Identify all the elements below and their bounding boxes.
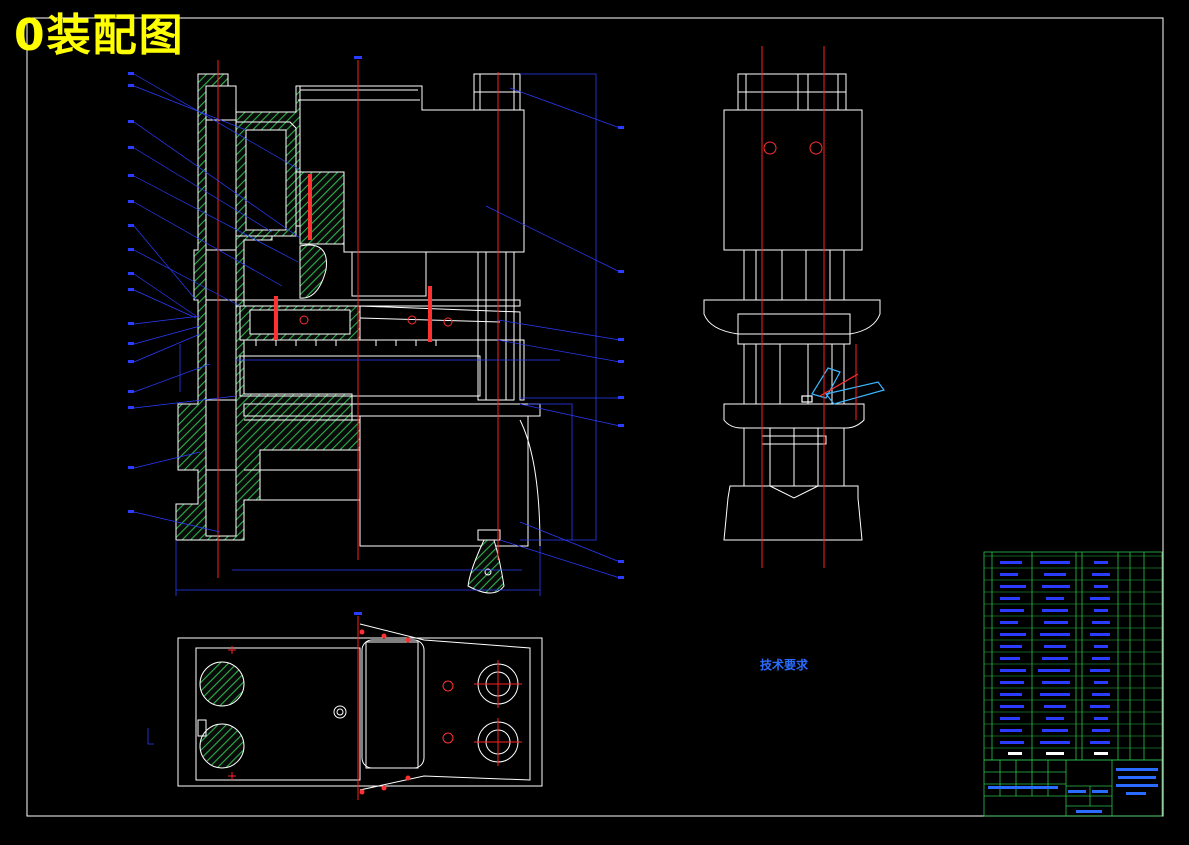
parts-list-table bbox=[983, 551, 1163, 761]
top-view-holes bbox=[359, 629, 411, 795]
leader-lines bbox=[133, 73, 621, 579]
drawing-frame bbox=[26, 17, 1164, 817]
front-section-view bbox=[175, 73, 541, 594]
parts-list-rows bbox=[984, 555, 1162, 749]
technical-requirements-title: 技术要求 bbox=[760, 658, 809, 672]
side-view-handle bbox=[801, 367, 886, 405]
centerlines-side bbox=[761, 46, 857, 568]
dimension-lines-front bbox=[175, 73, 597, 596]
centerlines-top bbox=[228, 616, 522, 800]
top-view bbox=[177, 623, 543, 791]
title-block-text bbox=[988, 768, 1158, 813]
centerlines-front bbox=[217, 60, 499, 578]
parts-list-entries bbox=[1000, 561, 1110, 755]
drawing-title: 0装配图 bbox=[14, 10, 185, 61]
section-marker bbox=[147, 728, 154, 745]
side-view bbox=[703, 73, 881, 541]
leader-tags bbox=[128, 56, 624, 615]
title-block bbox=[983, 759, 1163, 817]
